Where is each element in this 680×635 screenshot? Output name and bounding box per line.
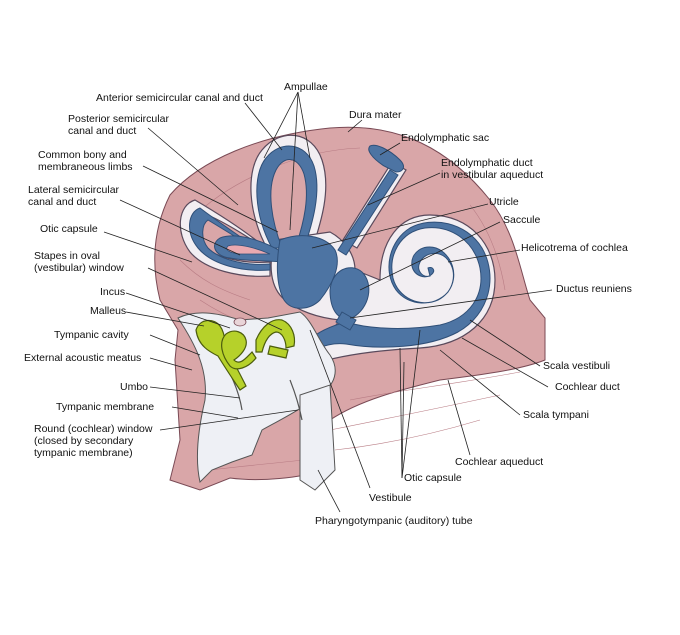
- endolymphatic-duct: [337, 169, 399, 256]
- label-round-window-3: tympanic membrane): [34, 447, 133, 459]
- label-ampullae: Ampullae: [284, 81, 328, 93]
- label-common-limbs-2: membraneous limbs: [38, 161, 133, 173]
- label-cochlear-duct: Cochlear duct: [555, 381, 620, 393]
- label-utricle: Utricle: [489, 196, 519, 208]
- label-dura-mater: Dura mater: [349, 109, 402, 121]
- cochlear-duct-spiral: [291, 221, 491, 373]
- ossicles: [195, 317, 296, 391]
- saccule: [329, 267, 370, 320]
- label-round-window-2: (closed by secondary: [34, 435, 134, 447]
- leader-lines: [103, 91, 553, 513]
- label-posterior-canal-1: Posterior semicircular: [68, 113, 169, 125]
- posterior-semicircular-duct: [189, 207, 271, 271]
- label-stapes-2: (vestibular) window: [34, 262, 124, 274]
- label-malleus: Malleus: [90, 305, 126, 317]
- label-tympanic-membrane: Tympanic membrane: [56, 401, 154, 413]
- label-otic-capsule-left: Otic capsule: [40, 223, 98, 235]
- membranous-labyrinth: [189, 144, 491, 373]
- label-scala-vestibuli: Scala vestibuli: [543, 360, 610, 372]
- label-lateral-canal-1: Lateral semicircular: [28, 184, 120, 196]
- label-anterior-canal: Anterior semicircular canal and duct: [96, 92, 263, 104]
- label-posterior-canal-2: canal and duct: [68, 125, 136, 137]
- malleus: [195, 319, 247, 391]
- label-tympanic-cavity: Tympanic cavity: [54, 329, 129, 341]
- label-otic-capsule-bottom: Otic capsule: [404, 472, 462, 484]
- label-stapes-1: Stapes in oval: [34, 250, 100, 262]
- label-endolymphatic-duct-2: in vestibular aqueduct: [441, 169, 543, 181]
- label-endolymphatic-sac: Endolymphatic sac: [401, 132, 489, 144]
- label-saccule: Saccule: [503, 214, 541, 226]
- label-cochlear-aqueduct: Cochlear aqueduct: [455, 456, 543, 468]
- label-scala-tympani: Scala tympani: [523, 409, 589, 421]
- label-ductus-reuniens: Ductus reuniens: [556, 283, 632, 295]
- label-round-window-1: Round (cochlear) window: [34, 423, 153, 435]
- label-external-meatus: External acoustic meatus: [24, 352, 141, 364]
- label-common-limbs-1: Common bony and: [38, 149, 127, 161]
- endolymphatic-sac: [368, 144, 404, 173]
- labels: Ampullae Anterior semicircular canal and…: [24, 81, 632, 527]
- label-endolymphatic-duct-1: Endolymphatic duct: [441, 157, 533, 169]
- stapes: [255, 319, 296, 359]
- label-helicotrema: Helicotrema of cochlea: [521, 242, 628, 254]
- label-lateral-canal-2: canal and duct: [28, 196, 96, 208]
- incus: [221, 330, 257, 370]
- label-vestibule: Vestibule: [369, 492, 412, 504]
- utricle: [276, 235, 338, 309]
- label-pharyngotympanic-tube: Pharyngotympanic (auditory) tube: [315, 515, 473, 527]
- label-incus: Incus: [100, 286, 125, 298]
- label-umbo: Umbo: [120, 381, 148, 393]
